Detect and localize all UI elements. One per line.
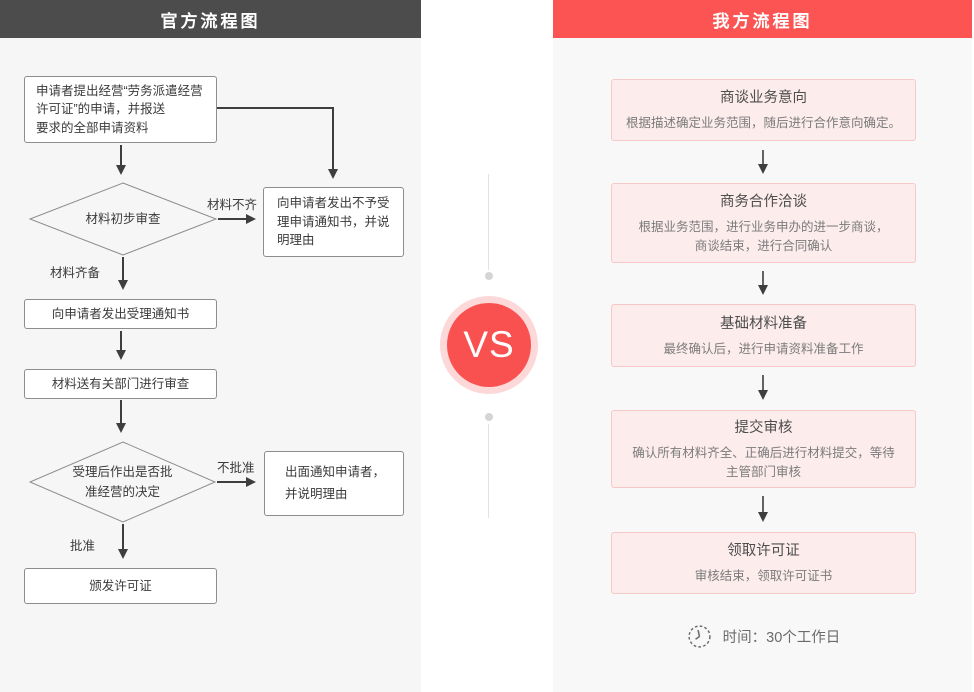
- step-title: 商务合作洽谈: [720, 193, 807, 210]
- official-panel-title: 官方流程图: [160, 11, 261, 31]
- flow-box-dept-review: 材料送有关部门进行审查: [24, 369, 217, 399]
- divider-line-top: [488, 174, 489, 270]
- flow-diamond-label-decision: 受理后作出是否批 准经营的决定: [72, 465, 173, 499]
- step-desc: 审核结束，领取许可证书: [694, 569, 833, 584]
- step-title: 领取许可证: [727, 543, 800, 560]
- vs-badge: VS: [440, 296, 538, 394]
- branch-label-approved: 批准: [70, 539, 96, 553]
- flow-diamond-label-initial-review: 材料初步审查: [85, 212, 161, 226]
- official-panel-header: 官方流程图: [0, 0, 421, 38]
- step-card-1: 商谈业务意向 根据描述确定业务范围，随后进行合作意向确定。: [611, 79, 916, 141]
- step-desc: 确认所有材料齐全、正确后进行材料提交，等待 主管部门审核: [632, 445, 895, 479]
- step-card-2: 商务合作洽谈 根据业务范围，进行业务申办的进一步商谈， 商谈结束，进行合同确认: [611, 183, 916, 263]
- step-card-3: 基础材料准备 最终确认后，进行申请资料准备工作: [611, 304, 916, 367]
- branch-label-incomplete: 材料不齐: [207, 198, 258, 212]
- step-card-5: 领取许可证 审核结束，领取许可证书: [611, 532, 916, 594]
- our-panel-header: 我方流程图: [553, 0, 972, 38]
- flow-box-issue-license: 颁发许可证: [24, 568, 217, 604]
- divider-dot-bottom: [485, 413, 493, 421]
- step-desc: 根据业务范围，进行业务申办的进一步商谈， 商谈结束，进行合同确认: [638, 219, 889, 253]
- vs-badge-text: VS: [447, 303, 531, 387]
- flow-box-accept-notice: 向申请者发出受理通知书: [24, 299, 217, 329]
- divider-line-bottom: [488, 424, 489, 518]
- step-card-4: 提交审核 确认所有材料齐全、正确后进行材料提交，等待 主管部门审核: [611, 410, 916, 488]
- step-desc: 最终确认后，进行申请资料准备工作: [663, 341, 864, 356]
- time-note: 时间：30个工作日: [611, 624, 916, 649]
- time-note-text: 时间：30个工作日: [722, 630, 841, 646]
- divider-dot-top: [485, 272, 493, 280]
- branch-label-not-approved: 不批准: [217, 461, 255, 475]
- flow-box-decline-notice: 出面通知申请者， 并说明理由: [264, 451, 404, 516]
- step-desc: 根据描述确定业务范围，随后进行合作意向确定。: [625, 116, 901, 131]
- flow-box-reject-notice: 向申请者发出不予受 理申请通知书，并说 明理由: [263, 187, 404, 257]
- flow-box-start: 申请者提出经营“劳务派遣经营 许可证”的申请，并报送 要求的全部申请资料: [24, 76, 217, 143]
- our-panel-title: 我方流程图: [712, 11, 813, 31]
- step-title: 商谈业务意向: [720, 90, 807, 107]
- step-title: 提交审核: [734, 419, 793, 436]
- branch-label-complete: 材料齐备: [50, 266, 101, 280]
- clock-icon: [688, 625, 711, 648]
- step-title: 基础材料准备: [720, 315, 807, 332]
